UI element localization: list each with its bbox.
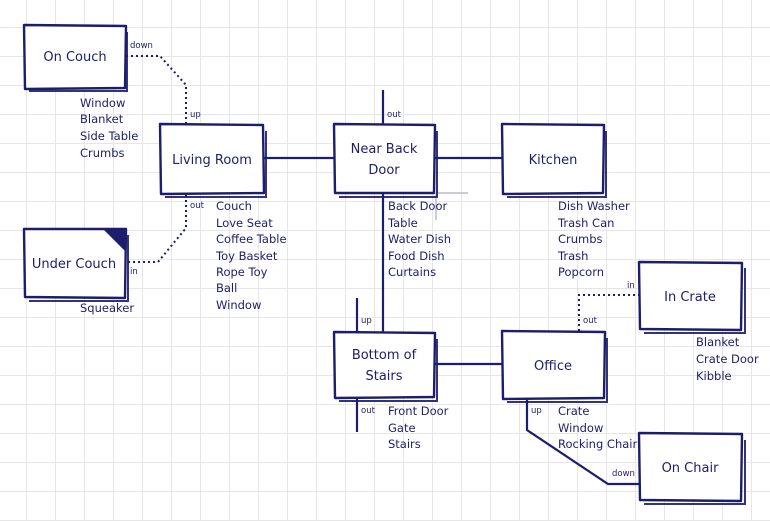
connector-tags: down up out in out up out in out up down xyxy=(130,41,635,479)
list-item: Curtains xyxy=(388,265,436,279)
items-under-couch: Squeaker xyxy=(80,301,134,315)
room-label-kitchen: Kitchen xyxy=(529,153,578,168)
connector-oncouch-livingroom xyxy=(126,55,187,124)
room-office: Office xyxy=(500,329,608,403)
list-item: Couch xyxy=(216,199,252,213)
items-kitchen: Dish Washer Trash Can Crumbs Trash Popco… xyxy=(557,199,630,279)
items-on-couch: Window Blanket Side Table Crumbs xyxy=(80,96,138,160)
list-item: Dish Washer xyxy=(558,199,630,213)
items-bottom-of-stairs: Front Door Gate Stairs xyxy=(388,404,449,451)
tag-stairs-out: out xyxy=(361,406,376,416)
room-label-bottom-of-stairs-2: Stairs xyxy=(365,369,402,384)
list-item: Rocking Chair xyxy=(558,437,637,451)
list-item: Water Dish xyxy=(388,232,451,246)
list-item: Stairs xyxy=(388,437,421,451)
list-item: Window xyxy=(558,421,603,435)
list-item: Rope Toy xyxy=(216,265,268,279)
list-item: Love Seat xyxy=(216,216,273,230)
list-item: Squeaker xyxy=(80,301,134,315)
connector-office-onchair xyxy=(525,398,639,486)
room-on-couch: On Couch xyxy=(22,23,128,92)
list-item: Blanket xyxy=(696,335,740,349)
list-item: Coffee Table xyxy=(216,232,287,246)
tag-living-up: up xyxy=(190,110,201,120)
list-item: Blanket xyxy=(80,112,124,126)
tag-back-door-out: out xyxy=(387,110,402,120)
tag-living-out: out xyxy=(190,201,205,211)
list-item: Crate xyxy=(558,404,589,418)
list-item: Window xyxy=(216,298,261,312)
room-label-near-back-door-2: Door xyxy=(368,163,400,178)
room-label-under-couch: Under Couch xyxy=(32,257,116,272)
list-item: Crumbs xyxy=(80,146,125,160)
tag-office-out: out xyxy=(583,316,598,326)
room-label-in-crate: In Crate xyxy=(664,290,716,305)
room-in-crate: In Crate xyxy=(637,260,746,334)
room-label-near-back-door-1: Near Back xyxy=(351,142,418,157)
list-item: Table xyxy=(387,216,418,230)
connector-office-incrate xyxy=(578,294,639,331)
items-near-back-door: Back Door Table Water Dish Food Dish Cur… xyxy=(387,199,451,279)
list-item: Back Door xyxy=(388,199,448,213)
room-near-back-door: Near Back Door xyxy=(332,122,438,198)
list-item: Popcorn xyxy=(558,265,604,279)
list-item: Trash Can xyxy=(557,216,614,230)
list-item: Front Door xyxy=(388,404,449,418)
list-item: Window xyxy=(80,96,125,110)
tag-under-couch-in: in xyxy=(130,267,138,277)
room-kitchen: Kitchen xyxy=(500,122,607,198)
list-item: Ball xyxy=(216,281,237,295)
room-on-chair: On Chair xyxy=(637,431,746,505)
room-under-couch: Under Couch xyxy=(22,227,129,302)
tag-on-couch-down: down xyxy=(130,41,153,51)
room-label-bottom-of-stairs-1: Bottom of xyxy=(352,348,417,363)
list-item: Gate xyxy=(388,421,416,435)
tag-crate-in: in xyxy=(627,281,635,291)
room-label-on-chair: On Chair xyxy=(662,461,719,476)
list-item: Food Dish xyxy=(388,249,445,263)
tag-chair-down: down xyxy=(612,469,635,479)
room-living-room: Living Room xyxy=(158,122,267,198)
tag-office-up: up xyxy=(531,406,542,416)
items-living-room: Couch Love Seat Coffee Table Toy Basket … xyxy=(215,199,287,312)
room-label-on-couch: On Couch xyxy=(43,50,106,65)
room-label-living-room: Living Room xyxy=(172,153,252,168)
items-office: Crate Window Rocking Chair xyxy=(558,404,637,451)
room-bottom-of-stairs: Bottom of Stairs xyxy=(332,330,438,402)
corner-fold-icon xyxy=(104,230,125,251)
list-item: Crate Door xyxy=(696,352,759,366)
list-item: Kibble xyxy=(696,369,732,383)
items-in-crate: Blanket Crate Door Kibble xyxy=(696,335,759,383)
list-item: Trash xyxy=(557,249,588,263)
room-label-office: Office xyxy=(534,359,572,374)
list-item: Side Table xyxy=(80,129,138,143)
tag-stairs-up: up xyxy=(361,316,372,326)
list-item: Crumbs xyxy=(558,232,603,246)
list-item: Toy Basket xyxy=(215,249,278,263)
connector-livingroom-undercouch xyxy=(126,195,187,263)
